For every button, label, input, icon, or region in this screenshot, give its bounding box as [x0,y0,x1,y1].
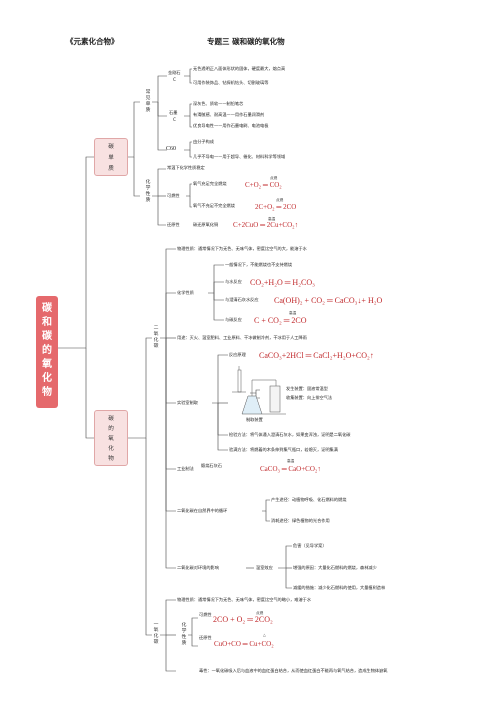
reducing-label: 还原性 [167,222,180,227]
principle-label: 反应原理 [229,352,246,357]
co2-full-test: 验满方法：将燃着的木条伸到集气瓶口，若熄灭，证明集满 [229,447,338,452]
graphite-desc-2: 有滑腻感、耐高温——用作石墨润滑剂 [193,112,265,117]
graphite-name: 石墨 [169,110,178,115]
lab-prep-label: 实验室制取 [177,400,198,405]
series-title: 《元素化合物》 [66,37,119,46]
co2-chemical-label: 化学性质 [177,290,194,295]
o2-full-label: 氧气充足完全燃烧 [193,181,227,186]
co2-physical: 物理性质：通常情况下为无色、无味气体，密度比空气的大，能溶于水 [177,246,307,251]
apparatus-label: 制取装置 [246,417,263,422]
c60-name: C60 [166,146,177,152]
co-toxic: 毒性：一氧化碳吸入后与血液中的血红蛋白结合，从而使血红蛋白不能再与氧气结合，造成… [199,668,388,673]
cycle-produce: 产生途径：动植物呼吸、化石燃料的燃烧 [271,497,347,502]
co-flammable-cond: 点燃 [256,611,264,615]
stable-text: 常温下化学性质稳定 [167,165,205,170]
o2-less-label: 氧气不充足不完全燃烧 [193,203,235,208]
o2-less-cond: 点燃 [276,198,284,202]
industry-equation: CaCO₃ ═ CaO+CO₂↑ [260,465,321,473]
co2-lime-label: 与澄清石灰水反应 [225,297,259,302]
industry-item: 煅烧石灰石 [201,463,222,468]
graphite-symbol: C [173,117,176,122]
o2-less-equation: 2C+O₂ ═ 2CO [255,203,297,211]
co2-no-burn: 一般情况下，不能燃烧也不支持燃烧 [225,262,293,267]
greenhouse-harm: 危害（见导学案） [293,543,327,548]
graphite-desc-1: 深灰色、质软——制铅笔芯 [193,101,244,106]
co2-test: 检验方法：将气体通入澄清石灰水，如果变浑浊，证明是二氧化碳 [229,432,351,437]
o2-full-equation: C+O₂ ═ CO₂ [245,181,282,189]
co-physical: 物理性质：通常情况下为无色、无味气体，密度比空气的略小，难溶于水 [177,597,312,602]
diamond-symbol: C [173,77,176,82]
industry-label: 工业制法 [177,466,194,471]
co2-lime-equation: Ca(OH)₂ + CO₂ ═ CaCO₃↓+ H₂O [274,296,383,305]
co2-water-label: 与水反应 [225,279,242,284]
c60-desc-2: 几乎不导电——用于超导、催化、材料科学等领域 [193,154,286,159]
co-label: 一氧化碳 [153,622,159,645]
env-label: 二氧化碳对环境的影响 [177,565,219,570]
chemical-property-label: 化学性质 [145,180,151,203]
root-node: 碳和碳的氧化物 [36,296,58,408]
co-reducing-label: 还原性 [199,635,212,640]
c60-desc-1: 由分子构成 [193,139,214,144]
co-reducing-cond: △ [263,633,266,637]
diamond-name: 金刚石 [168,70,181,75]
flammable-label: 可燃性 [167,193,180,198]
principle-equation: CaCO₃+2HCl ═ CaCl₂+H₂O+CO₂↑ [259,351,374,360]
co2-label: 二氧化碳 [153,326,159,349]
co2-carbon-equation: C + CO₂ ═ 2CO [254,316,307,325]
co-flammable-equation: 2CO + O₂ ═ 2CO₂ [213,615,273,624]
page-title: 专题三 碳和碳的氧化物 [207,37,285,46]
diamond-desc-1: 无色透明正八面体形状的固体，硬度最大，熔点高 [193,66,286,71]
greenhouse-measure: 减缓的措施：减少化石燃料的使用，大量植树造林 [293,585,386,590]
cycle-consume: 消耗途径：绿色植物的光合作用 [271,518,330,523]
co2-uses: 用途：灭火、温室肥料、工业原料、干冰做制冷剂，干冰用于人工降雨 [177,335,307,340]
industry-cond: 高温 [287,459,295,463]
co2-carbon-label: 与碳反应 [225,317,242,322]
diamond-desc-2: 可用作装饰品、钻探机钻头、切割玻璃等 [193,80,269,85]
co2-water-equation: CO₂+H₂O ═ H₂CO₃ [250,278,315,287]
reduce-cond: 高温 [268,217,276,221]
co2-carbon-cond: 高温 [289,311,297,315]
carbon-oxide-node: 碳的氧化物 [94,410,128,466]
generator-text: 发生装置：固液常温型 [286,386,328,391]
co-flammable-label: 可燃性 [199,612,212,617]
greenhouse-cause: 增强的原因：大量化石燃料的燃烧，森林减少 [293,565,377,570]
cycle-label: 二氧化碳在自然界中的循环 [177,508,228,513]
co-chem-label: 化学性质 [181,623,187,646]
collector-text: 收集装置：向上排空气法 [286,395,333,400]
reduce-equation: C+2CuO ═ 2Cu+CO₂↑ [233,221,299,229]
co-reducing-equation: CuO+CO ═ Cu+CO₂ [214,640,274,648]
reduce-cuo-label: 碳还原氧化铜 [193,222,219,227]
greenhouse-label: 温室效应 [256,565,273,570]
graphite-desc-3: 优良导电性——用作石墨电刷、电池电极 [193,123,269,128]
o2-full-cond: 点燃 [270,176,278,180]
common-element-label: 常见单质 [145,90,151,113]
carbon-element-node: 碳单质 [94,138,128,176]
